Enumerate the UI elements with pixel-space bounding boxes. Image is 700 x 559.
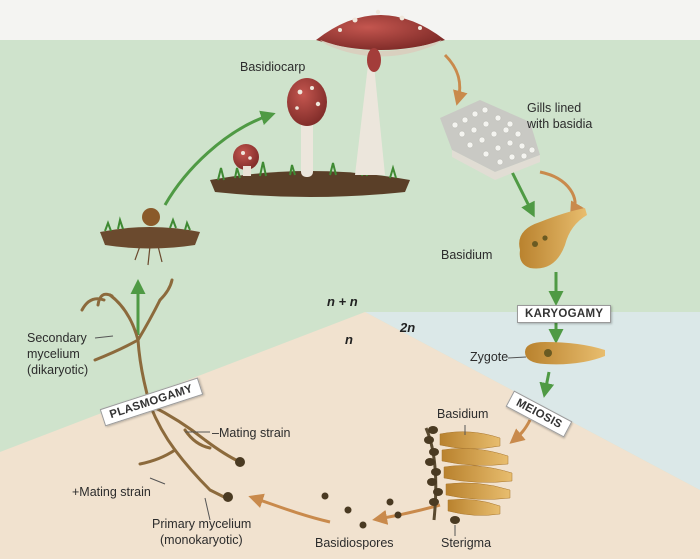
basidium-top-label: Basidium bbox=[441, 248, 492, 263]
sterigma-label: Sterigma bbox=[441, 536, 491, 551]
gills-label-line1: Gills lined bbox=[527, 101, 581, 116]
secondary-mycelium-line2: mycelium bbox=[27, 347, 80, 362]
secondary-mycelium-line3: (dikaryotic) bbox=[27, 363, 88, 378]
minus-strain-spore bbox=[235, 457, 245, 467]
basidium-bottom-label: Basidium bbox=[437, 407, 488, 422]
basidiocarp-label: Basidiocarp bbox=[240, 60, 305, 75]
karyogamy-banner: KARYOGAMY bbox=[517, 305, 611, 323]
primary-mycelium-line2: (monokaryotic) bbox=[160, 533, 243, 548]
basidiospores-label: Basidiospores bbox=[315, 536, 394, 551]
primary-mycelium-line1: Primary mycelium bbox=[152, 517, 251, 532]
zygote-label: Zygote bbox=[470, 350, 508, 365]
secondary-mycelium-line1: Secondary bbox=[27, 331, 87, 346]
n-region-label: n bbox=[345, 332, 353, 347]
n-plus-n-region-label: n + n bbox=[327, 294, 358, 309]
plus-strain-spore bbox=[223, 492, 233, 502]
gills-label-line2: with basidia bbox=[527, 117, 592, 132]
plus-mating-strain-label: +Mating strain bbox=[72, 485, 151, 500]
two-n-region-label: 2n bbox=[400, 320, 415, 335]
minus-mating-strain-label: –Mating strain bbox=[212, 426, 291, 441]
